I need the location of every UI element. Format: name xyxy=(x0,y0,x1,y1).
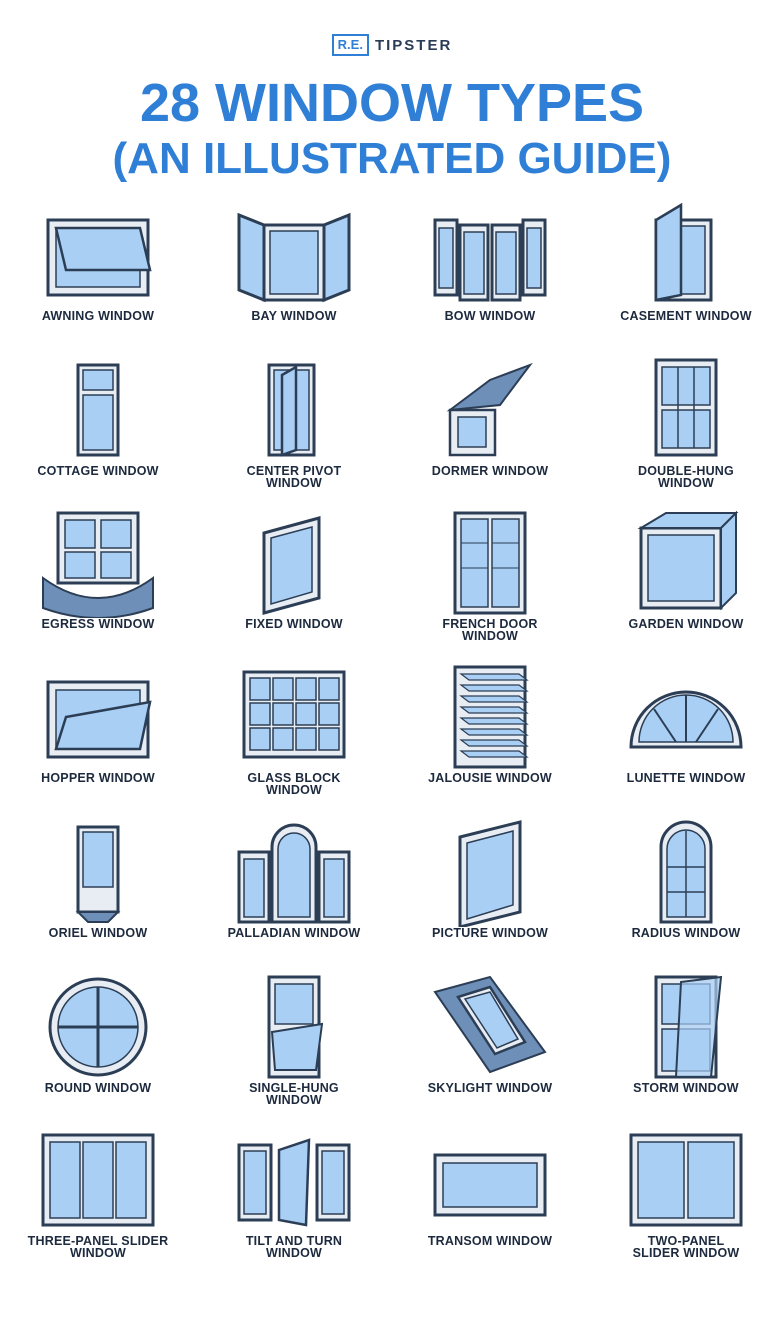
fixed-window-icon xyxy=(262,516,321,615)
window-type-card: CENTER PIVOT WINDOW xyxy=(196,345,392,495)
window-type-card: GLASS BLOCK WINDOW xyxy=(196,652,392,802)
picture-window-icon xyxy=(458,820,522,927)
two-panel-slider-window-icon xyxy=(629,1133,743,1227)
window-type-card: LUNETTE WINDOW xyxy=(588,652,784,802)
window-type-label: PALLADIAN WINDOW xyxy=(227,926,361,940)
window-type-label: ORIEL WINDOW xyxy=(48,926,148,940)
oriel-window-icon xyxy=(75,825,121,923)
window-type-label: EGRESS WINDOW xyxy=(41,617,155,631)
window-type-label: HOPPER WINDOW xyxy=(41,771,155,785)
window-type-label: CASEMENT WINDOW xyxy=(620,309,752,323)
window-type-card: EGRESS WINDOW xyxy=(0,498,196,648)
window-type-card: ORIEL WINDOW xyxy=(0,807,196,957)
window-type-card: SKYLIGHT WINDOW xyxy=(392,962,588,1112)
hopper-window-icon xyxy=(46,680,152,759)
awning-window-icon xyxy=(46,218,152,297)
window-type-label: SINGLE-HUNG WINDOW xyxy=(249,1081,339,1107)
page-subtitle: (AN ILLUSTRATED GUIDE) xyxy=(112,134,672,183)
window-type-card: ROUND WINDOW xyxy=(0,962,196,1112)
window-type-card: COTTAGE WINDOW xyxy=(0,345,196,495)
bay-window-icon xyxy=(237,212,351,303)
window-type-label: BOW WINDOW xyxy=(444,309,536,323)
cottage-window-icon xyxy=(76,363,120,457)
window-type-card: DOUBLE-HUNG WINDOW xyxy=(588,345,784,495)
skylight-window-icon xyxy=(433,975,547,1074)
window-type-label: ROUND WINDOW xyxy=(44,1081,152,1095)
jalousie-window-icon xyxy=(453,665,529,769)
window-type-card: STORM WINDOW xyxy=(588,962,784,1112)
tilt-and-turn-window-icon xyxy=(237,1138,351,1227)
window-type-label: TRANSOM WINDOW xyxy=(427,1234,553,1248)
french-door-window-icon xyxy=(453,511,527,615)
garden-window-icon xyxy=(637,510,739,611)
double-hung-window-icon xyxy=(654,358,718,457)
window-type-card: BAY WINDOW xyxy=(196,190,392,340)
window-type-label: TWO-PANEL SLIDER WINDOW xyxy=(632,1234,740,1260)
window-type-label: AWNING WINDOW xyxy=(41,309,155,323)
page-title: 28 WINDOW TYPES xyxy=(139,73,645,133)
window-type-label: THREE-PANEL SLIDER WINDOW xyxy=(27,1234,169,1260)
window-type-label: GLASS BLOCK WINDOW xyxy=(247,771,341,797)
window-type-label: SKYLIGHT WINDOW xyxy=(427,1081,553,1095)
transom-window-icon xyxy=(433,1153,547,1217)
brand-name: TIPSTER xyxy=(374,36,453,54)
window-type-card: DORMER WINDOW xyxy=(392,345,588,495)
palladian-window-icon xyxy=(237,823,351,924)
window-type-card: PALLADIAN WINDOW xyxy=(196,807,392,957)
window-type-card: AWNING WINDOW xyxy=(0,190,196,340)
window-type-label: CENTER PIVOT WINDOW xyxy=(246,464,342,490)
lunette-window-icon xyxy=(629,690,743,749)
window-type-card: TWO-PANEL SLIDER WINDOW xyxy=(588,1115,784,1265)
center-pivot-window-icon xyxy=(267,363,316,457)
window-type-card: FRENCH DOOR WINDOW xyxy=(392,498,588,648)
glass-block-window-icon xyxy=(242,670,346,759)
window-type-label: BAY WINDOW xyxy=(251,309,337,323)
window-type-label: TILT AND TURN WINDOW xyxy=(245,1234,343,1260)
window-type-label: DOUBLE-HUNG WINDOW xyxy=(638,464,734,490)
radius-window-icon xyxy=(659,820,713,924)
window-type-label: COTTAGE WINDOW xyxy=(37,464,159,478)
window-type-card: GARDEN WINDOW xyxy=(588,498,784,648)
dormer-window-icon xyxy=(446,362,533,457)
window-type-label: GARDEN WINDOW xyxy=(628,617,744,631)
brand-logo: R.E. TIPSTER xyxy=(0,34,784,56)
window-type-label: FRENCH DOOR WINDOW xyxy=(442,617,538,643)
window-type-card: TRANSOM WINDOW xyxy=(392,1115,588,1265)
window-type-label: FIXED WINDOW xyxy=(245,617,343,631)
window-type-card: BOW WINDOW xyxy=(392,190,588,340)
window-type-label: RADIUS WINDOW xyxy=(631,926,741,940)
brand-box: R.E. xyxy=(331,34,369,56)
casement-window-icon xyxy=(654,202,713,302)
window-type-label: STORM WINDOW xyxy=(633,1081,739,1095)
window-type-card: CASEMENT WINDOW xyxy=(588,190,784,340)
window-type-card: FIXED WINDOW xyxy=(196,498,392,648)
window-type-card: JALOUSIE WINDOW xyxy=(392,652,588,802)
window-type-label: PICTURE WINDOW xyxy=(432,926,548,940)
window-type-label: DORMER WINDOW xyxy=(431,464,549,478)
window-type-card: SINGLE-HUNG WINDOW xyxy=(196,962,392,1112)
egress-window-icon xyxy=(42,511,154,618)
bow-window-icon xyxy=(433,218,547,302)
three-panel-slider-window-icon xyxy=(41,1133,155,1227)
single-hung-window-icon xyxy=(267,975,324,1079)
window-type-card: RADIUS WINDOW xyxy=(588,807,784,957)
window-type-label: JALOUSIE WINDOW xyxy=(428,771,552,785)
round-window-icon xyxy=(48,977,148,1077)
window-type-label: LUNETTE WINDOW xyxy=(626,771,746,785)
storm-window-icon xyxy=(654,975,723,1079)
window-type-card: TILT AND TURN WINDOW xyxy=(196,1115,392,1265)
window-type-card: HOPPER WINDOW xyxy=(0,652,196,802)
window-type-card: PICTURE WINDOW xyxy=(392,807,588,957)
window-type-card: THREE-PANEL SLIDER WINDOW xyxy=(0,1115,196,1265)
